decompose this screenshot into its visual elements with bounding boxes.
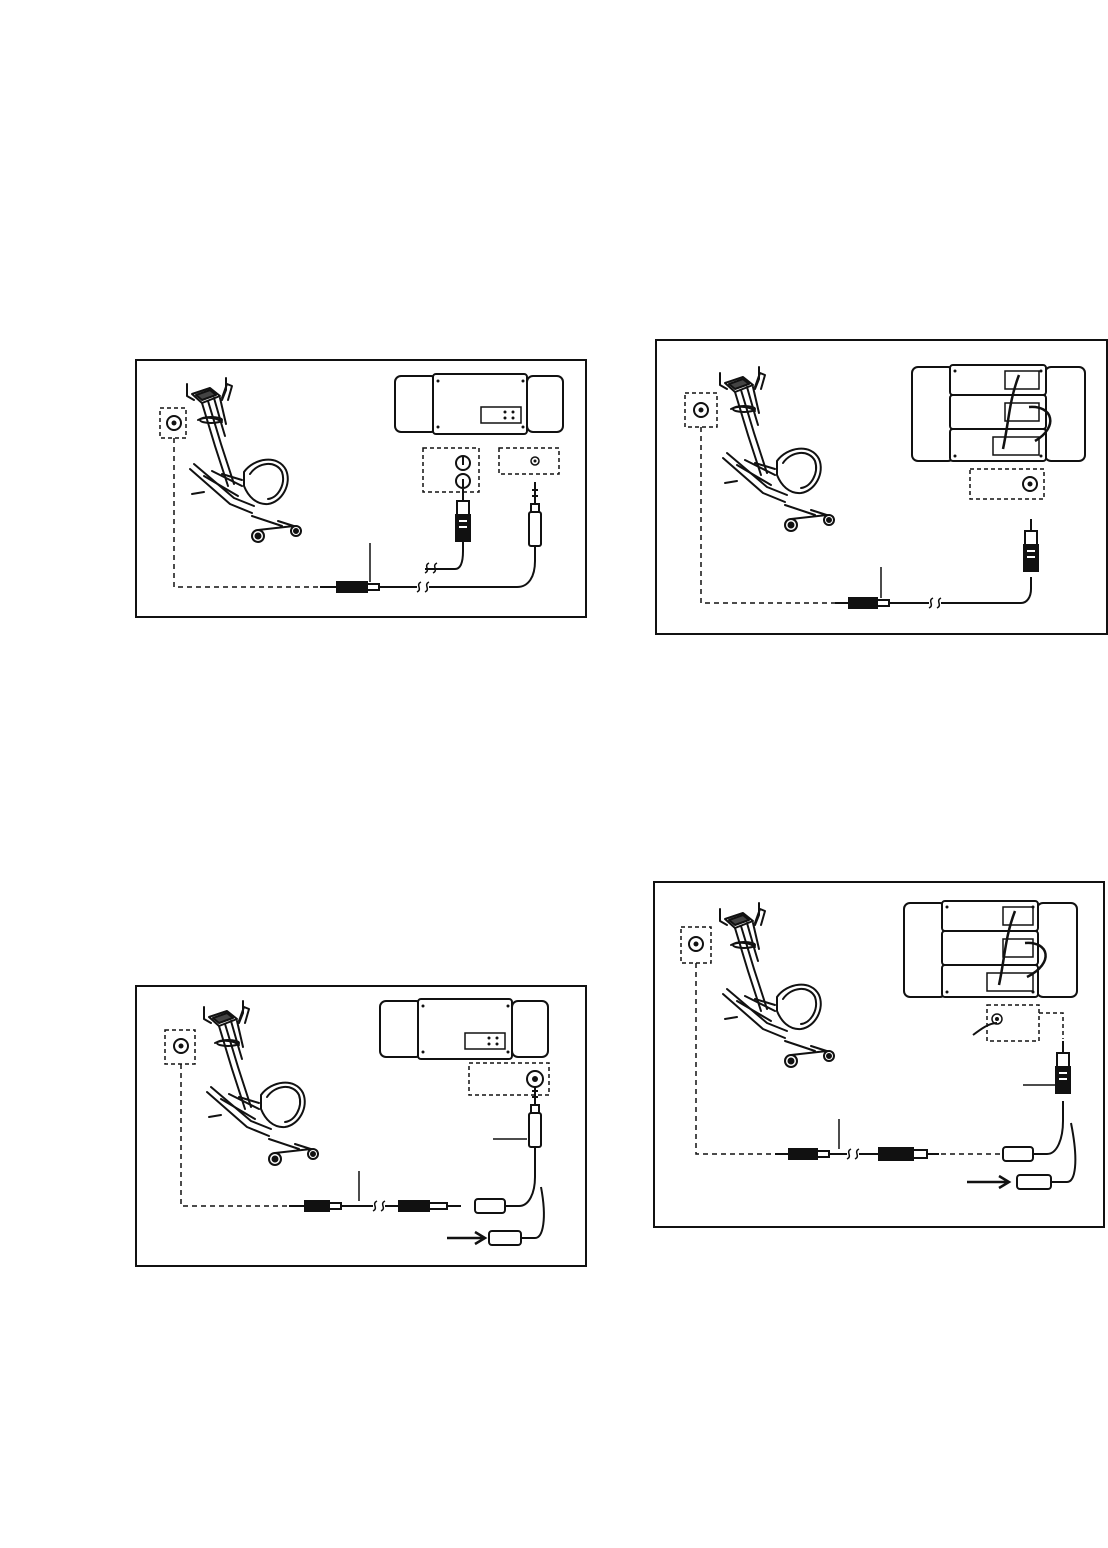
phones-jack-box <box>499 448 559 474</box>
elliptical-trainer-icon <box>720 903 834 1067</box>
headphone-plug <box>529 1083 541 1147</box>
portable-stereo-icon <box>395 374 563 434</box>
y-adapter-icon <box>475 1147 544 1245</box>
elliptical-trainer-icon <box>720 367 834 531</box>
audio-cable-to-plug <box>941 577 1031 603</box>
figure-4 <box>653 881 1105 1228</box>
rca-adapter-icon <box>859 1148 939 1160</box>
figure-2 <box>655 339 1108 635</box>
audio-cable-to-plug <box>429 539 535 587</box>
figure-1-diagram <box>137 361 589 620</box>
figure-1 <box>135 359 587 618</box>
cable-break-icon <box>417 582 429 592</box>
rca-y-adapter-icon <box>1003 1101 1075 1189</box>
figure-2-diagram <box>657 341 1108 637</box>
audio-cable-plug <box>320 582 379 592</box>
rca-plug <box>456 489 470 541</box>
cable-break-icon <box>929 598 941 608</box>
figure-3 <box>135 985 587 1267</box>
headphone-plug <box>529 482 541 546</box>
audio-cable-plug <box>775 1149 829 1159</box>
home-stereo-icon <box>912 365 1085 461</box>
audio-cable-plug <box>289 1201 341 1211</box>
dashed-connection-line <box>696 963 775 1154</box>
figure-4-diagram <box>655 883 1107 1230</box>
rca-plug <box>1056 1041 1070 1093</box>
home-stereo-icon <box>904 901 1077 997</box>
portable-stereo-icon <box>380 999 548 1059</box>
stereo-jack-box <box>423 448 479 492</box>
audio-cable-plug <box>835 598 889 608</box>
dashed-connection-line <box>174 438 320 587</box>
arrow-icon <box>447 1232 485 1244</box>
extension-cable-socket <box>385 1201 461 1211</box>
cable-break-icon <box>373 1201 385 1211</box>
elliptical-trainer-icon <box>204 1001 318 1165</box>
cable-break-icon <box>847 1149 859 1159</box>
rca-plug <box>1024 519 1038 571</box>
figure-3-diagram <box>137 987 589 1269</box>
elliptical-trainer-icon <box>187 378 301 542</box>
arrow-icon <box>967 1176 1009 1188</box>
